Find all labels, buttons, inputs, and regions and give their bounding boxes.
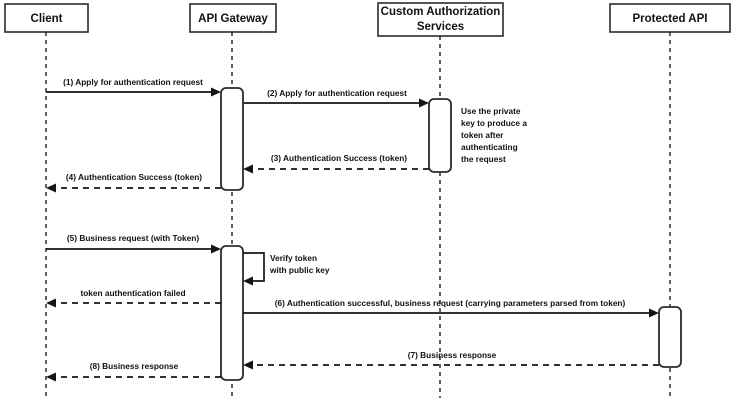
activation-protected-api-1[interactable] — [658, 306, 682, 368]
participant-box-api-gateway[interactable] — [189, 3, 277, 33]
note-private-key-line-4: authenticating — [461, 142, 518, 152]
message-7-arrowhead — [243, 360, 253, 370]
participant-box-custom-authorization-services[interactable] — [377, 2, 504, 37]
message-5[interactable]: (5) Business request (with Token) — [46, 233, 221, 254]
participant-label-api-gateway: API Gateway — [198, 13, 268, 25]
participant-client[interactable]: Client — [4, 3, 89, 33]
message-8[interactable]: (8) Business response — [46, 361, 221, 382]
message-6-arrowhead — [649, 308, 659, 318]
message-1-label: (1) Apply for authentication request — [63, 77, 203, 87]
message-7[interactable]: (7) Business response — [243, 350, 659, 370]
participant-headers-group: Client API Gateway Custom Authorization … — [4, 2, 731, 37]
message-4-label: (4) Authentication Success (token) — [66, 172, 202, 182]
message-1[interactable]: (1) Apply for authentication request — [46, 77, 221, 97]
participant-custom-authorization-services[interactable]: Custom Authorization Services — [377, 2, 504, 37]
participant-protected-api[interactable]: Protected API — [609, 3, 731, 33]
message-self-verify-token-path[interactable] — [243, 252, 265, 282]
activation-custom-authorization-services-1[interactable] — [428, 98, 452, 173]
message-4[interactable]: (4) Authentication Success (token) — [46, 172, 221, 193]
message-8-label: (8) Business response — [90, 361, 179, 371]
participant-label-custom-authorization-services-line1: Custom Authorization — [381, 6, 501, 18]
message-4-arrowhead — [46, 183, 56, 193]
participant-box-client[interactable] — [4, 3, 89, 33]
message-3[interactable]: (3) Authentication Success (token) — [243, 153, 429, 174]
activations-group — [220, 87, 682, 381]
message-3-arrowhead — [243, 164, 253, 174]
activation-api-gateway-2[interactable] — [220, 245, 244, 381]
participant-api-gateway[interactable]: API Gateway — [189, 3, 277, 33]
message-2-arrowhead — [419, 98, 429, 108]
message-self-verify-token-arrowhead — [243, 276, 253, 286]
participant-label-custom-authorization-services-line2: Services — [417, 21, 464, 33]
participant-label-client: Client — [31, 13, 63, 25]
note-private-key: Use the private key to produce a token a… — [461, 106, 527, 164]
message-8-arrowhead — [46, 372, 56, 382]
message-self-verify-token-label-line1: Verify token — [270, 253, 317, 263]
message-self-verify-token-label-line2: with public key — [269, 265, 330, 275]
message-7-label: (7) Business response — [408, 350, 497, 360]
participant-label-protected-api: Protected API — [633, 13, 708, 25]
note-private-key-line-5: the request — [461, 154, 506, 164]
message-token-authentication-failed[interactable]: token authentication failed — [46, 288, 221, 308]
note-private-key-line-1: Use the private — [461, 106, 521, 116]
message-2[interactable]: (2) Apply for authentication request — [243, 88, 429, 108]
message-2-label: (2) Apply for authentication request — [267, 88, 407, 98]
note-private-key-line-2: key to produce a — [461, 118, 527, 128]
message-6-label: (6) Authentication successful, business … — [275, 298, 626, 308]
activation-api-gateway-1[interactable] — [220, 87, 244, 191]
message-1-arrowhead — [211, 87, 221, 97]
message-token-authentication-failed-arrowhead — [46, 298, 56, 308]
participant-box-protected-api[interactable] — [609, 3, 731, 33]
message-token-authentication-failed-label: token authentication failed — [80, 288, 185, 298]
message-5-label: (5) Business request (with Token) — [67, 233, 199, 243]
message-5-arrowhead — [211, 244, 221, 254]
note-private-key-line-3: token after — [461, 130, 504, 140]
message-3-label: (3) Authentication Success (token) — [271, 153, 407, 163]
message-6[interactable]: (6) Authentication successful, business … — [243, 298, 659, 318]
message-self-verify-token[interactable]: Verify token with public key — [243, 252, 330, 286]
